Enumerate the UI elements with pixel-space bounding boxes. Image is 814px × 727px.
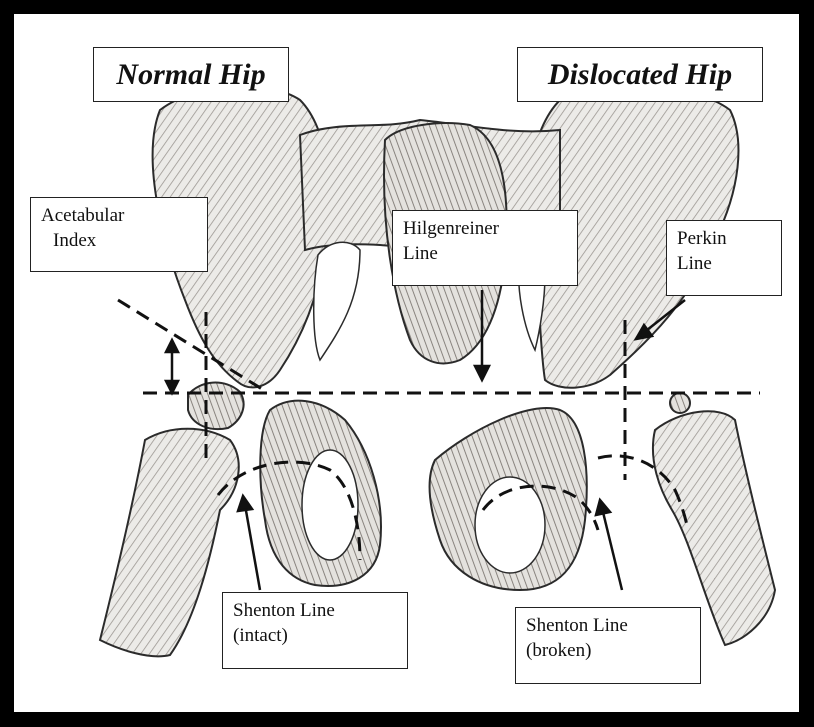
left-obturator-foramen [302, 450, 358, 560]
left-femoral-head [188, 383, 244, 430]
shenton-broken-arrow [602, 508, 622, 590]
acetabular-index-line2: Index [41, 229, 197, 254]
right-femoral-head [670, 393, 690, 413]
perkin-line2: Line [677, 252, 771, 277]
normal-hip-title-text: Normal Hip [116, 55, 265, 94]
left-notch [314, 242, 360, 360]
shenton-broken-line2: (broken) [526, 639, 690, 664]
normal-hip-title: Normal Hip [93, 47, 289, 102]
hilgenreiner-line1: Hilgenreiner [403, 217, 567, 242]
shenton-broken-label: Shenton Line (broken) [515, 607, 701, 684]
acetabular-index-label: Acetabular Index [30, 197, 208, 272]
dislocated-hip-title-text: Dislocated Hip [548, 55, 732, 94]
perkin-line1: Perkin [677, 227, 771, 252]
left-femur [100, 429, 239, 657]
shenton-intact-arrow [245, 505, 260, 590]
shenton-intact-line2: (intact) [233, 624, 397, 649]
shenton-broken-line1: Shenton Line [526, 614, 690, 639]
shenton-intact-label: Shenton Line (intact) [222, 592, 408, 669]
perkin-label: Perkin Line [666, 220, 782, 296]
shenton-intact-line1: Shenton Line [233, 599, 397, 624]
hilgenreiner-line2: Line [403, 242, 567, 267]
hilgenreiner-label: Hilgenreiner Line [392, 210, 578, 286]
acetabular-index-line1: Acetabular [41, 204, 197, 229]
dislocated-hip-title: Dislocated Hip [517, 47, 763, 102]
